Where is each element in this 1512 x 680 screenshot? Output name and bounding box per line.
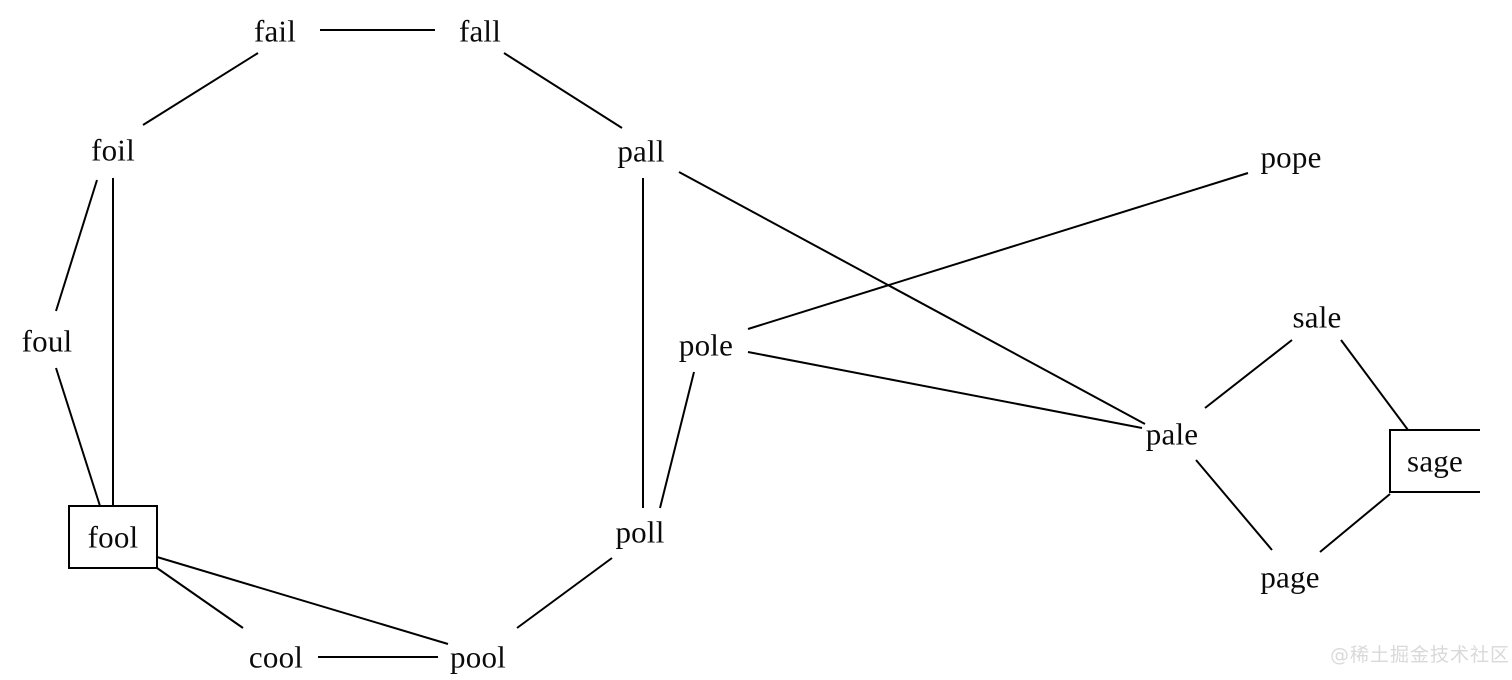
graph-edge-foil-foul: [55, 179, 98, 312]
graph-edge-pall-pale: [678, 171, 1146, 425]
graph-edge-fool-pool: [156, 556, 449, 645]
graph-edge-sale-sage: [1340, 339, 1409, 431]
node-label-poll[interactable]: poll: [615, 514, 665, 550]
graph-edge-pole-pale: [747, 351, 1143, 429]
graph-edge-pale-page: [1195, 459, 1273, 551]
graph-edge-fall-pall: [503, 52, 623, 129]
graph-edge-pole-poll: [659, 371, 695, 509]
graph-edge-sage-page: [1319, 493, 1391, 553]
graph-edge-foul-fool: [55, 367, 101, 507]
node-label-cool[interactable]: cool: [248, 639, 304, 675]
node-label-pale[interactable]: pale: [1145, 416, 1199, 452]
edge-group: [55, 29, 1409, 658]
watermark-text: @稀土掘金技术社区: [1330, 644, 1511, 666]
node-label-page[interactable]: page: [1260, 559, 1320, 595]
node-label-pool[interactable]: pool: [450, 639, 506, 675]
graph-edge-fool-cool: [156, 567, 244, 629]
graph-edge-pool-poll: [516, 557, 613, 629]
graph-edge-fail-foil: [142, 52, 259, 126]
node-label-pall[interactable]: pall: [617, 133, 665, 169]
node-label-fail[interactable]: fail: [253, 13, 297, 49]
node-label-fall[interactable]: fall: [458, 13, 502, 49]
graph-edge-pale-sale: [1204, 339, 1293, 409]
node-box-sage: [1389, 429, 1480, 493]
node-box-fool: [68, 505, 158, 569]
node-label-sale[interactable]: sale: [1292, 299, 1342, 335]
node-box-group: [68, 429, 1480, 569]
node-label-foil[interactable]: foil: [91, 132, 135, 168]
node-label-fool[interactable]: fool: [87, 519, 139, 555]
node-label-sage[interactable]: sage: [1407, 443, 1463, 479]
node-label-foul[interactable]: foul: [21, 323, 73, 359]
node-label-pole[interactable]: pole: [678, 327, 734, 363]
node-label-pope[interactable]: pope: [1260, 139, 1322, 175]
graph-edge-pole-pope: [747, 172, 1249, 330]
